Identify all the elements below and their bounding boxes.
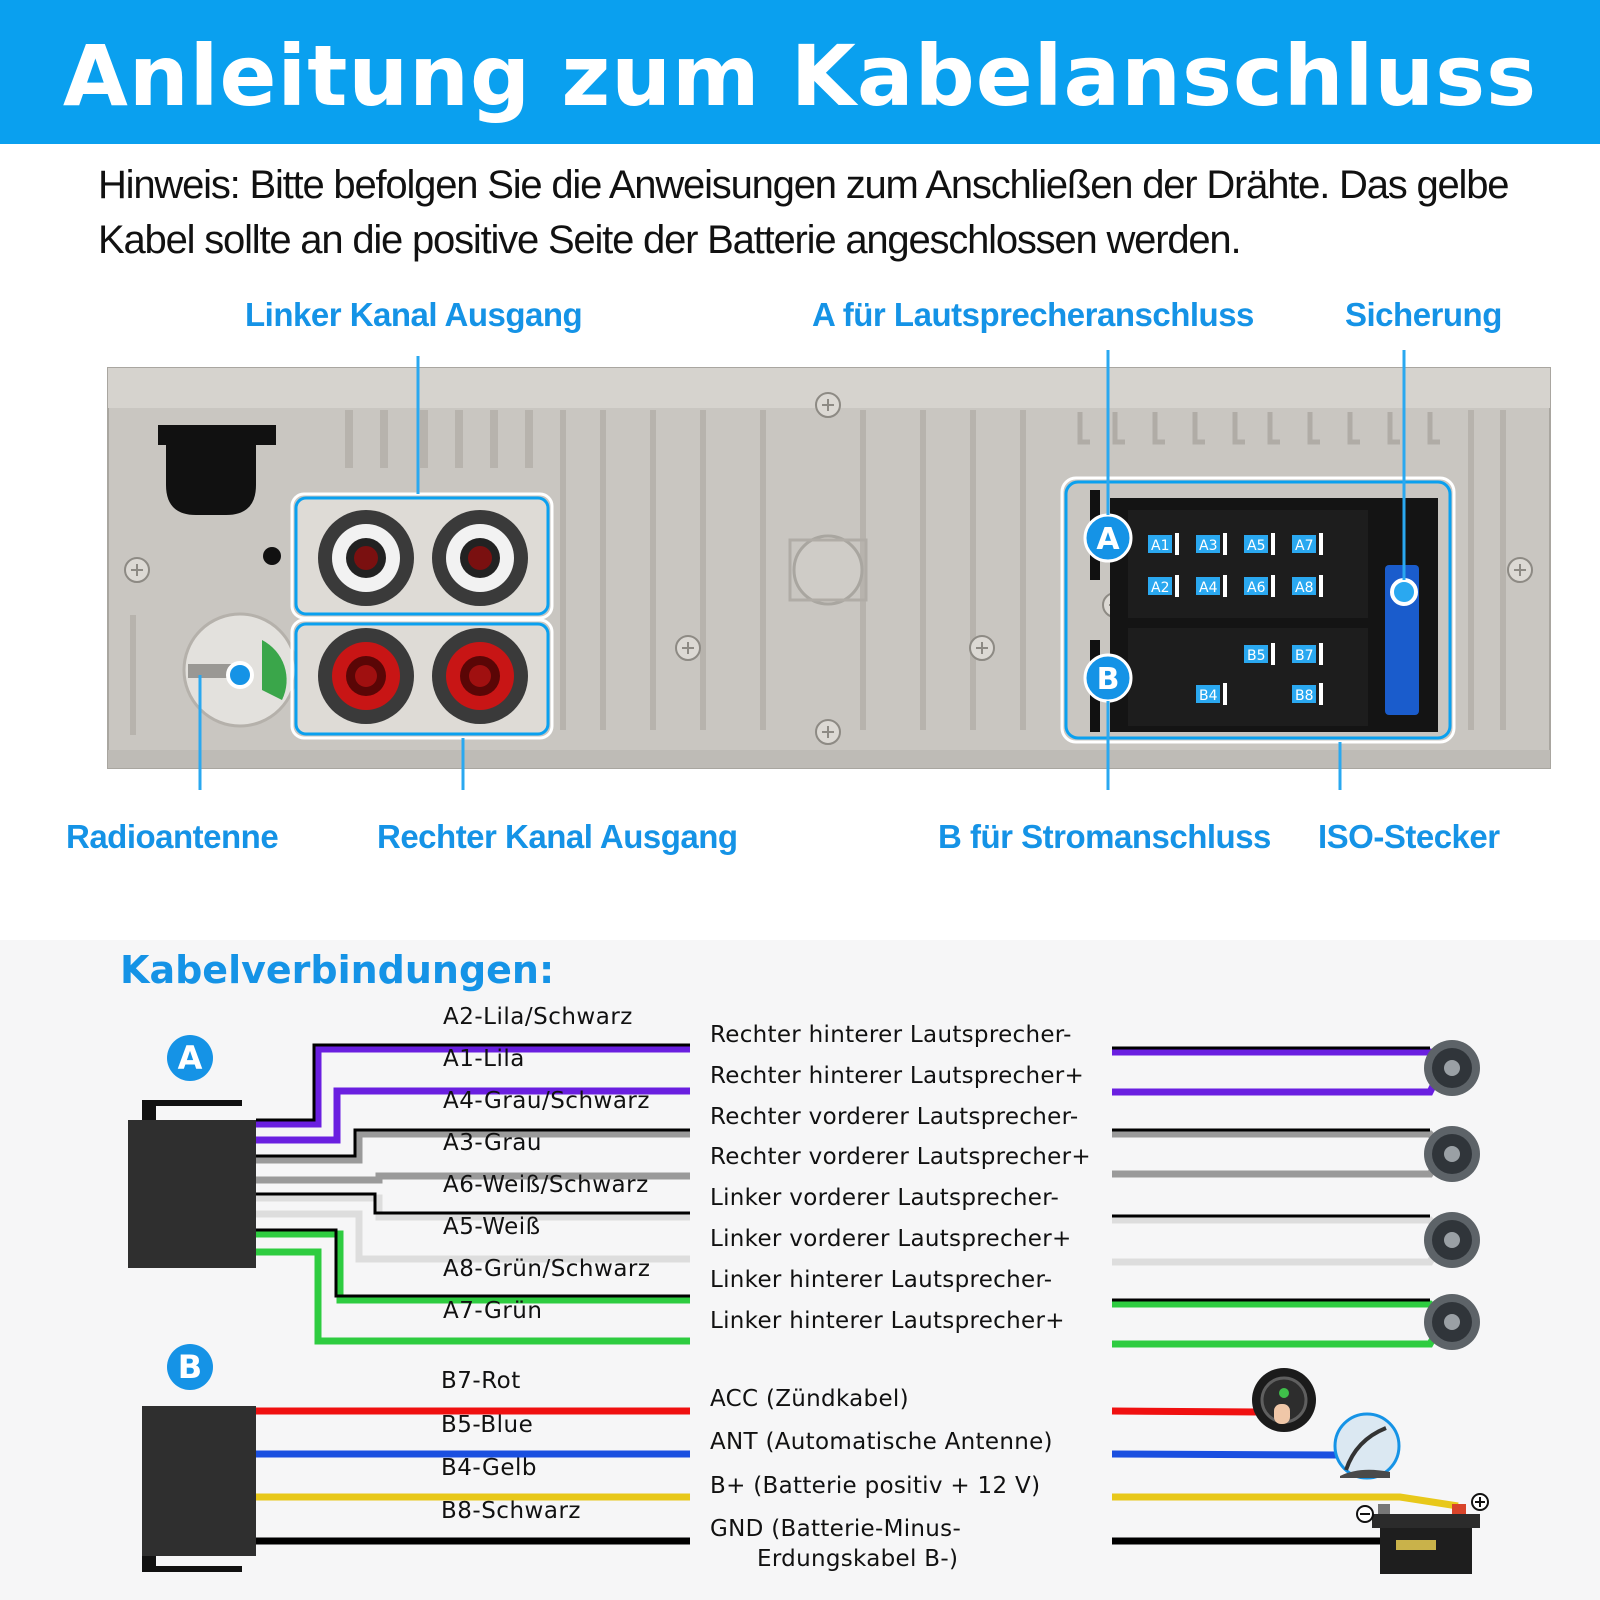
device-wire-b3 bbox=[1112, 1493, 1459, 1510]
speaker-wire-a4 bbox=[1112, 1156, 1443, 1178]
speaker-wire-a6 bbox=[1112, 1242, 1444, 1266]
pin-a4: A4 bbox=[1199, 580, 1218, 596]
wire-a1-stripe bbox=[256, 1043, 690, 1122]
wiring-diagram bbox=[128, 1040, 1489, 1574]
wire-a6 bbox=[256, 1210, 690, 1263]
wires-a bbox=[256, 1043, 690, 1345]
speaker-wire-a2 bbox=[1112, 1070, 1444, 1096]
wire-desc-a2: Rechter hinterer Lautsprecher+ bbox=[710, 1063, 1085, 1089]
speaker-wire-a5 bbox=[1112, 1216, 1443, 1235]
wire-desc-b4-line2: Erdungskabel B-) bbox=[757, 1546, 959, 1572]
pin-a1: A1 bbox=[1151, 538, 1169, 554]
pin-a2: A2 bbox=[1151, 580, 1169, 596]
wire-desc-b4: GND (Batterie-Minus- bbox=[710, 1516, 962, 1542]
speaker-wire-a3 bbox=[1112, 1130, 1443, 1149]
callout-fuse: Sicherung bbox=[1345, 296, 1502, 333]
pin-b7: B7 bbox=[1295, 648, 1314, 664]
speaker-wire-a1 bbox=[1112, 1048, 1443, 1063]
wire-desc-b1: ACC (Zündkabel) bbox=[710, 1386, 909, 1412]
wire-a5 bbox=[256, 1194, 690, 1221]
iso-marker-b: B bbox=[1097, 662, 1120, 697]
callout-speaker-a: A für Lautsprecheranschluss bbox=[812, 296, 1254, 333]
speaker-icon bbox=[1424, 1294, 1480, 1350]
callout-right-channel: Rechter Kanal Ausgang bbox=[377, 818, 738, 855]
battery-icon bbox=[1356, 1493, 1489, 1574]
wire-a3 bbox=[256, 1130, 690, 1164]
group-b-badge: B bbox=[167, 1344, 213, 1390]
device-wire-b2 bbox=[1111, 1450, 1339, 1459]
page-title: Anleitung zum Kabelanschluss bbox=[62, 27, 1538, 125]
wire-a3-stripe bbox=[256, 1128, 690, 1158]
speaker-icon bbox=[1424, 1212, 1480, 1268]
wires-b bbox=[256, 1407, 1459, 1545]
wire-desc-a3: Rechter vorderer Lautsprecher- bbox=[710, 1104, 1079, 1130]
wire-desc-a4: Rechter vorderer Lautsprecher+ bbox=[710, 1144, 1091, 1170]
callout-antenna: Radioantenne bbox=[66, 818, 279, 855]
header-banner: Anleitung zum Kabelanschluss bbox=[0, 0, 1600, 144]
wire-label-a5: A6-Weiß/Schwarz bbox=[443, 1172, 649, 1198]
hint-note: Hinweis: Bitte befolgen Sie die Anweisun… bbox=[98, 163, 1510, 262]
wire-desc-a5: Linker vorderer Lautsprecher- bbox=[710, 1185, 1060, 1211]
speaker-wire-a8 bbox=[1112, 1324, 1444, 1348]
wire-label-b2: B5-Blue bbox=[441, 1412, 534, 1438]
wire-label-a4: A3-Grau bbox=[443, 1130, 542, 1156]
wire-label-a8: A7-Grün bbox=[443, 1298, 543, 1324]
wire-desc-b2: ANT (Automatische Antenne) bbox=[710, 1429, 1053, 1455]
wire-label-a3: A4-Grau/Schwarz bbox=[443, 1088, 650, 1114]
wire-a2 bbox=[256, 1087, 690, 1144]
pin-b4: B4 bbox=[1199, 688, 1218, 704]
section-title: Kabelverbindungen: bbox=[120, 948, 555, 992]
pin-a7: A7 bbox=[1295, 538, 1313, 554]
pin-a6: A6 bbox=[1247, 580, 1266, 596]
callout-power-b: B für Stromanschluss bbox=[938, 818, 1271, 855]
wire-desc-a1: Rechter hinterer Lautsprecher- bbox=[710, 1022, 1072, 1048]
group-a-badge: A bbox=[167, 1035, 213, 1081]
radio-back-panel: A1 A3 A5 A7 A2 A4 A6 A8 B5 B7 B4 B8 A B bbox=[107, 350, 1551, 790]
wire-desc-a8: Linker hinterer Lautsprecher+ bbox=[710, 1308, 1065, 1334]
pin-b8: B8 bbox=[1295, 688, 1314, 704]
wire-desc-a7: Linker hinterer Lautsprecher- bbox=[710, 1267, 1053, 1293]
wire-label-a1: A2-Lila/Schwarz bbox=[443, 1004, 633, 1030]
wire-a5-stripe bbox=[256, 1192, 690, 1215]
antenna-icon bbox=[1333, 1412, 1401, 1480]
pin-a8: A8 bbox=[1295, 580, 1313, 596]
speaker-icon bbox=[1424, 1040, 1480, 1096]
speaker-icon bbox=[1424, 1126, 1480, 1182]
device-wire-b1 bbox=[1111, 1407, 1259, 1416]
wire-label-b3: B4-Gelb bbox=[441, 1455, 538, 1481]
wire-a7 bbox=[256, 1230, 690, 1304]
wire-label-a6: A5-Weiß bbox=[443, 1214, 541, 1240]
callout-iso: ISO-Stecker bbox=[1318, 818, 1500, 855]
callout-left-channel: Linker Kanal Ausgang bbox=[245, 296, 583, 333]
wire-label-b4: B8-Schwarz bbox=[441, 1498, 581, 1524]
pin-a3: A3 bbox=[1199, 538, 1217, 554]
iso-marker-a: A bbox=[1096, 522, 1120, 557]
wire-a7-stripe bbox=[256, 1228, 690, 1298]
wire-a4 bbox=[256, 1172, 690, 1184]
wire-desc-a6: Linker vorderer Lautsprecher+ bbox=[710, 1226, 1072, 1252]
wire-label-b1: B7-Rot bbox=[441, 1368, 521, 1394]
pin-a5: A5 bbox=[1247, 538, 1265, 554]
speaker-wire-a7 bbox=[1112, 1300, 1443, 1317]
wire-label-a2: A1-Lila bbox=[443, 1046, 525, 1072]
wire-label-a7: A8-Grün/Schwarz bbox=[443, 1256, 651, 1282]
wire-a1 bbox=[256, 1045, 690, 1128]
speaker-wires bbox=[1112, 1046, 1444, 1348]
wire-desc-b3: B+ (Batterie positiv + 12 V) bbox=[710, 1473, 1041, 1499]
ignition-button-icon bbox=[1252, 1368, 1316, 1432]
wire-a8 bbox=[256, 1248, 690, 1345]
pin-b5: B5 bbox=[1247, 648, 1266, 664]
